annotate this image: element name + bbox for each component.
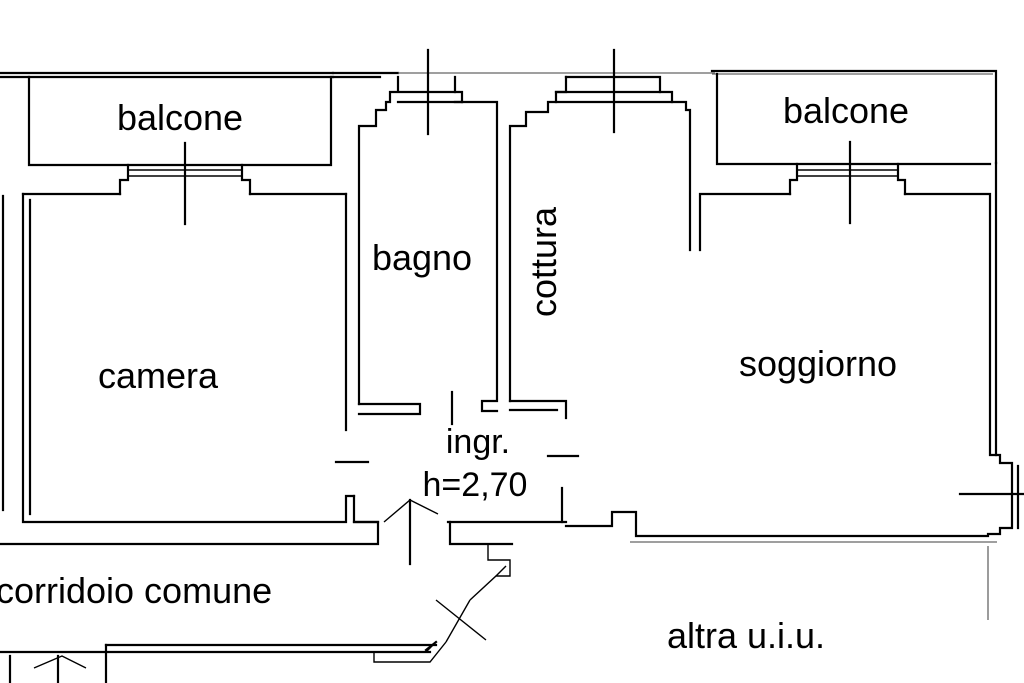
soggiorno-walls	[560, 161, 1024, 543]
bagno-walls	[357, 48, 499, 416]
entrance	[0, 390, 580, 566]
bagno-label: bagno	[372, 237, 472, 278]
outer-wall-top	[0, 69, 998, 165]
camera-label: camera	[98, 355, 219, 396]
soggiorno-label: soggiorno	[739, 343, 897, 384]
altra-uiu-label: altra u.i.u.	[667, 615, 825, 656]
cottura-label: cottura	[523, 206, 564, 317]
balcony-left	[27, 75, 333, 226]
balcony-right	[715, 72, 992, 225]
corridoio-label: corridoio comune	[0, 570, 272, 611]
balcony-right-label: balcone	[783, 90, 909, 131]
corridor-walls	[0, 544, 989, 683]
ingresso-label: ingr.	[446, 423, 510, 461]
balcony-left-label: balcone	[117, 97, 243, 138]
ceiling-height-label: h=2,70	[423, 466, 528, 504]
camera-walls	[1, 192, 356, 524]
cottura-walls	[508, 48, 692, 420]
